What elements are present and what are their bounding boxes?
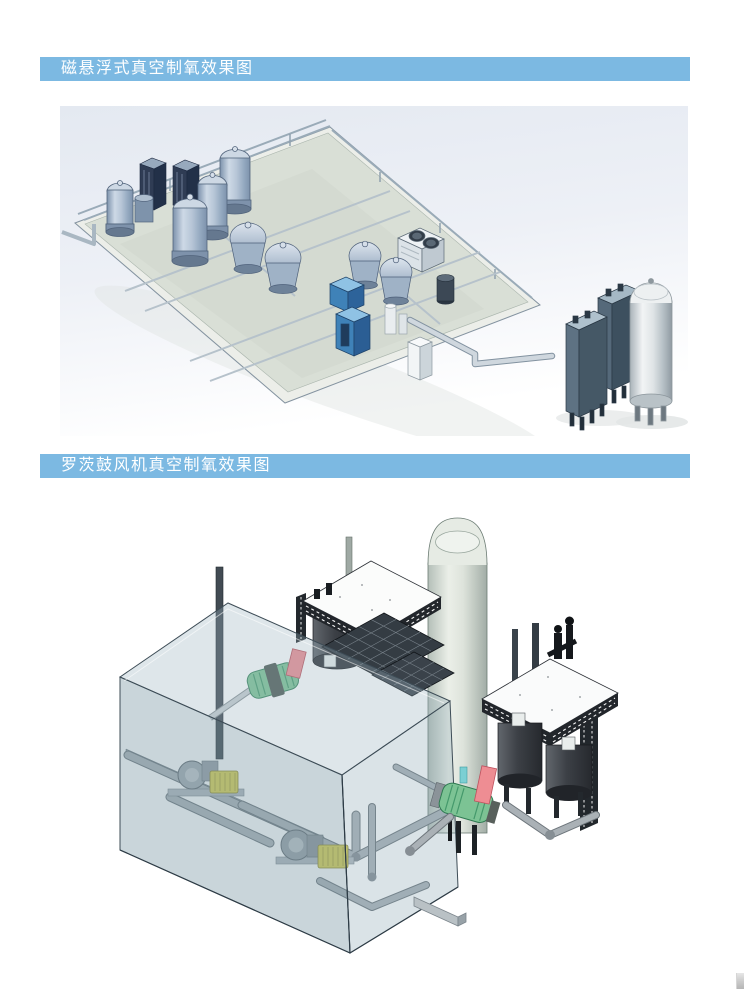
roots-blower-render-figure [110,505,666,975]
page-corner-artifact [736,973,744,989]
roots-blower-render-svg [118,517,619,954]
maglev-render-figure [60,106,688,436]
sieve-vessels [229,221,413,306]
right-green-blower [405,765,501,856]
pump-set-1 [167,760,245,797]
section-title-maglev: 磁悬浮式真空制氧效果图 [40,57,690,81]
oxygen-storage-tank [629,278,673,426]
vertical-tanks [105,146,252,267]
cooling-tower [397,227,445,273]
glass-enclosure [118,602,459,954]
white-cabinet [407,336,433,381]
section-title-roots-blower: 罗茨鼓风机真空制氧效果图 [40,454,690,478]
inlet-pipe [61,224,96,246]
outrigger-beam [413,896,467,927]
transfer-pipe [406,316,556,368]
right-adsorber-unit [481,616,619,840]
aux-vessels [384,274,455,335]
buffer-drum [134,194,154,223]
pump-set-2 [275,829,355,869]
maglev-render-svg [60,106,688,436]
grating-platforms [321,612,455,697]
left-green-blower [208,648,307,721]
compressor-cabinets [329,276,371,357]
